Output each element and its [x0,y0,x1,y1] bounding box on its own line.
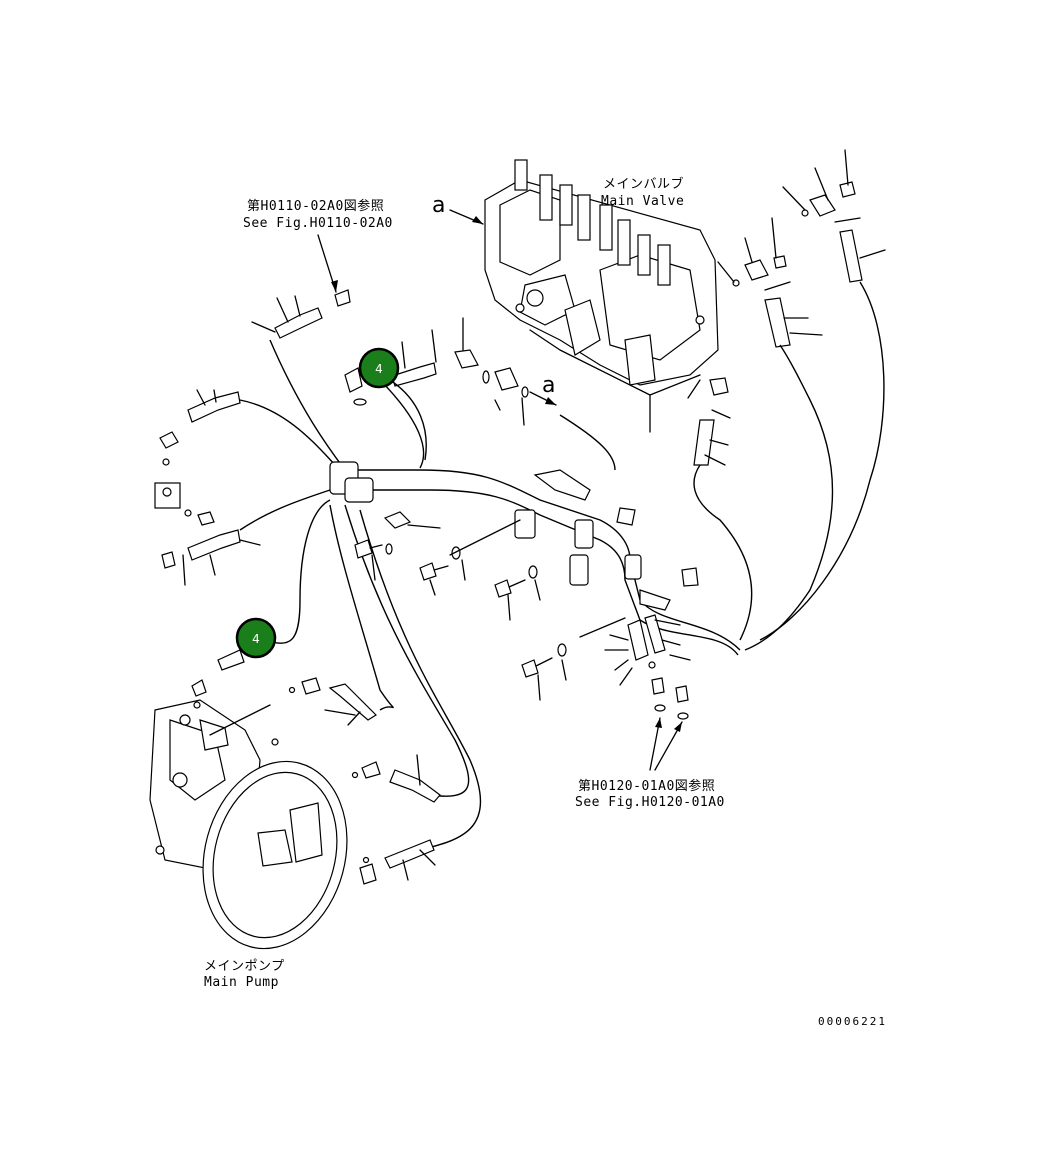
main-pump [149,699,348,950]
bolts [354,511,567,701]
arrow-a-valve [449,209,484,225]
ref-bottom-arrows [649,717,683,771]
callout-circle-1[interactable]: 4 [358,347,400,389]
hose-clamps [329,461,699,611]
main-valve [484,159,719,433]
ref-top-label-jp: 第H0110-02A0図参照 [247,198,384,214]
ref-bottom-label-jp: 第H0120-01A0図参照 [578,778,715,794]
connection-letter-top: a [432,193,445,218]
valve-right-fittings [687,149,886,466]
drawing-code: 00006221 [818,1015,887,1028]
callout-circle-2[interactable]: 4 [235,617,277,659]
hose-bundle [239,281,885,851]
top-left-fittings [154,289,351,586]
main-valve-label-en: Main Valve [601,194,684,209]
central-fittings [344,317,529,426]
ref-top-arrow [317,234,338,293]
main-pump-label-en: Main Pump [204,975,279,990]
connection-letter-bottom: a [542,373,555,398]
callout-number-2: 4 [252,632,260,646]
arrow-a-hose [529,391,557,406]
pump-fittings [191,649,441,885]
main-valve-label-jp: メインバルブ [603,176,684,192]
main-pump-label-jp: メインポンプ [204,959,285,974]
ref-bottom-label-en: See Fig.H0120-01A0 [575,795,725,810]
lower-right-fittings [579,614,691,720]
ref-top-label-en: See Fig.H0110-02A0 [243,216,393,231]
callout-number-1: 4 [375,362,383,376]
